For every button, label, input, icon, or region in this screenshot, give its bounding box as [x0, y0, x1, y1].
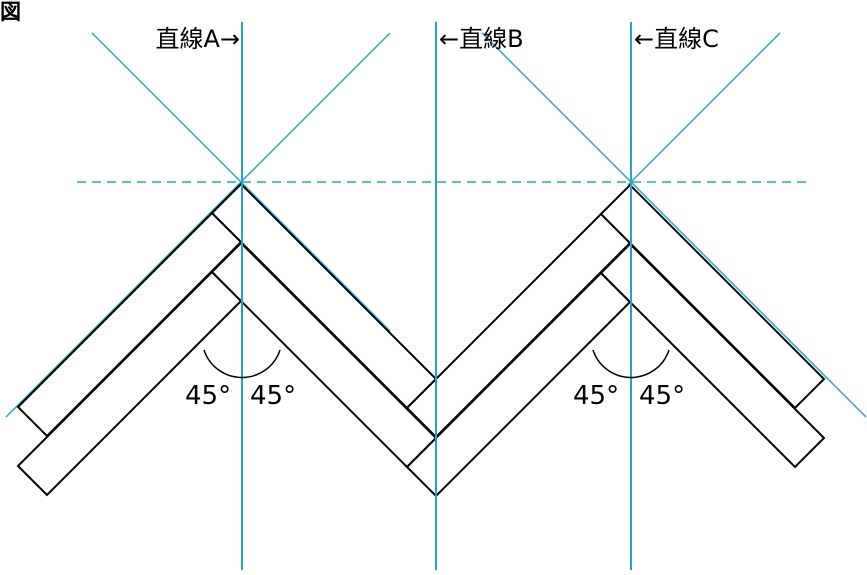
- diagonal-guide-c-1: [481, 32, 867, 418]
- angle-label-right-2: 45°: [639, 381, 685, 411]
- figure-label: 図: [0, 0, 21, 24]
- angle-label-left-1: 45°: [185, 381, 231, 411]
- angle-arcs: [203, 349, 670, 379]
- diagonal-guide-a-2: [5, 32, 391, 418]
- line-b-label: ←直線B: [439, 25, 524, 53]
- angle-label-right-1: 45°: [573, 381, 619, 411]
- line-a-label: 直線A→: [155, 25, 240, 53]
- angle-arc-left: [203, 349, 281, 379]
- angle-label-left-2: 45°: [250, 381, 296, 411]
- angle-labels: 45° 45° 45° 45°: [185, 381, 685, 411]
- angle-arc-right: [592, 349, 670, 379]
- line-c-label: ←直線C: [634, 25, 719, 53]
- boards: [16, 182, 826, 498]
- diagonal-guide-c-2: [627, 32, 781, 186]
- line-labels: 直線A→ ←直線B ←直線C: [155, 25, 718, 53]
- board-right-inner-b: [599, 242, 826, 469]
- vertical-guides: [241, 22, 632, 570]
